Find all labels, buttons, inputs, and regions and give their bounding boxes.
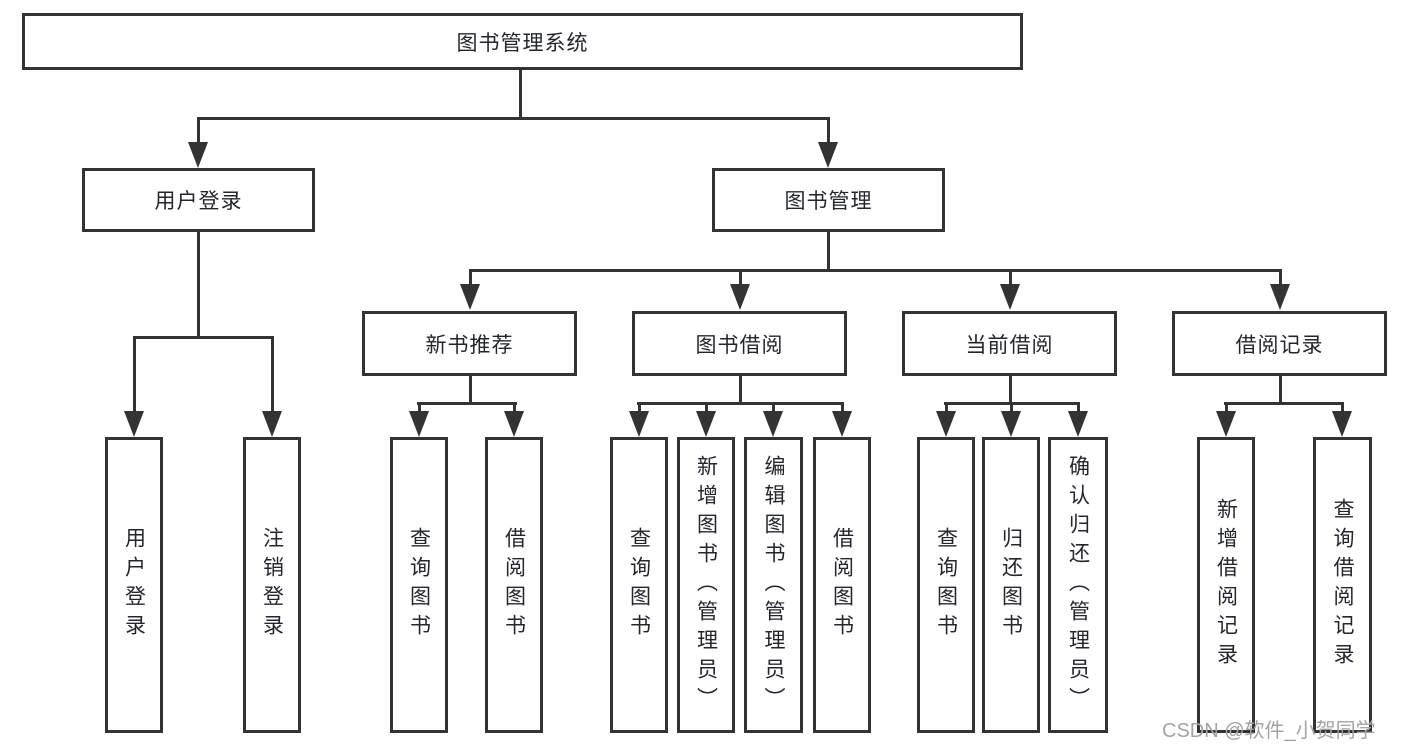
arrowhead-down-icon [460,284,480,310]
arrowhead-down-icon [696,411,716,437]
node-label: 新增图书（管理员） [694,454,718,716]
connector-line [1279,376,1282,404]
arrowhead-down-icon [409,411,429,437]
connector-line [638,402,641,414]
arrowhead-down-icon [936,411,956,437]
connector-line [133,336,274,339]
connector-line [841,402,844,414]
connector-line [1279,269,1282,287]
connector-line [469,269,1282,272]
arrowhead-down-icon [818,142,838,168]
connector-line [197,117,830,120]
node-book-management: 图书管理 [712,168,945,232]
leaf-query-books: 查询图书 [610,437,668,733]
arrowhead-down-icon [1270,284,1290,310]
node-label: 借阅图书 [830,527,854,643]
leaf-query-books: 查询图书 [390,437,448,733]
connector-line [417,402,517,405]
arrowhead-down-icon [832,411,852,437]
connector-line [418,402,421,414]
connector-line [1009,269,1012,287]
node-label: 确认归还（管理员） [1066,454,1090,716]
connector-line [945,402,948,414]
arrowhead-down-icon [629,411,649,437]
node-label: 编辑图书（管理员） [762,454,785,716]
node-label: 图书借阅 [695,333,784,357]
connector-line [827,232,830,272]
arrowhead-down-icon [188,142,208,168]
connector-line [705,402,708,414]
node-label: 查询图书 [407,527,431,643]
arrowhead-down-icon [1068,411,1088,437]
connector-line [1077,402,1080,414]
arrowhead-down-icon [1332,411,1352,437]
node-library-management-system: 图书管理系统 [22,13,1023,70]
node-label: 图书管理 [784,190,873,213]
node-label: 借阅记录 [1235,333,1324,357]
node-label: 归还图书 [999,527,1023,643]
connector-line [1224,402,1344,405]
connector-line [469,269,472,287]
arrowhead-down-icon [1000,284,1020,310]
node-label: 图书管理系统 [456,31,589,55]
connector-line [513,402,516,414]
csdn-watermark: CSDN @软件_小贺同学 [1162,720,1376,742]
node-label: 注销登录 [260,527,284,643]
connector-line [469,376,472,404]
leaf-return-books: 归还图书 [982,437,1040,733]
node-label: 查询借阅记录 [1331,498,1354,672]
connector-line [739,376,742,404]
connector-line [1010,402,1013,414]
leaf-user-login: 用户登录 [105,437,163,733]
node-label: 当前借阅 [965,333,1054,357]
node-label: 用户登录 [122,527,146,643]
connector-line [772,402,775,414]
connector-line [739,269,742,287]
connector-line [197,117,200,147]
node-label: 新书推荐 [425,333,514,357]
arrowhead-down-icon [763,411,783,437]
leaf-add-borrow-record: 新增借阅记录 [1197,437,1255,733]
connector-line [637,402,844,405]
node-user-login: 用户登录 [82,168,315,232]
node-label: 用户登录 [154,190,243,213]
arrowhead-down-icon [1001,411,1021,437]
node-label: 借阅图书 [502,527,526,643]
arrowhead-down-icon [730,284,750,310]
node-borrowing-records: 借阅记录 [1172,311,1387,376]
leaf-borrow-books: 借阅图书 [485,437,543,733]
arrowhead-down-icon [1216,411,1236,437]
leaf-query-books: 查询图书 [917,437,975,733]
arrowhead-down-icon [124,411,144,437]
leaf-borrow-books: 借阅图书 [813,437,871,733]
node-label: 查询图书 [627,527,651,643]
node-new-book-recommendation: 新书推荐 [362,311,577,376]
arrowhead-down-icon [504,411,524,437]
connector-line [197,232,200,337]
node-label: 新增借阅记录 [1214,498,1238,672]
arrowhead-down-icon [262,411,282,437]
connector-line [1009,376,1012,404]
connector-line [519,67,522,120]
leaf-add-books-admin: 新增图书（管理员） [677,437,735,733]
connector-line [133,336,136,414]
connector-line [271,336,274,414]
leaf-edit-books-admin: 编辑图书（管理员） [744,437,803,733]
leaf-query-borrow-record: 查询借阅记录 [1313,437,1372,733]
connector-line [827,117,830,147]
leaf-logout: 注销登录 [243,437,301,733]
node-book-borrowing: 图书借阅 [632,311,847,376]
node-current-borrowing: 当前借阅 [902,311,1117,376]
connector-line [1225,402,1228,414]
connector-line [1341,402,1344,414]
leaf-confirm-return-admin: 确认归还（管理员） [1048,437,1108,733]
node-label: 查询图书 [934,527,958,643]
